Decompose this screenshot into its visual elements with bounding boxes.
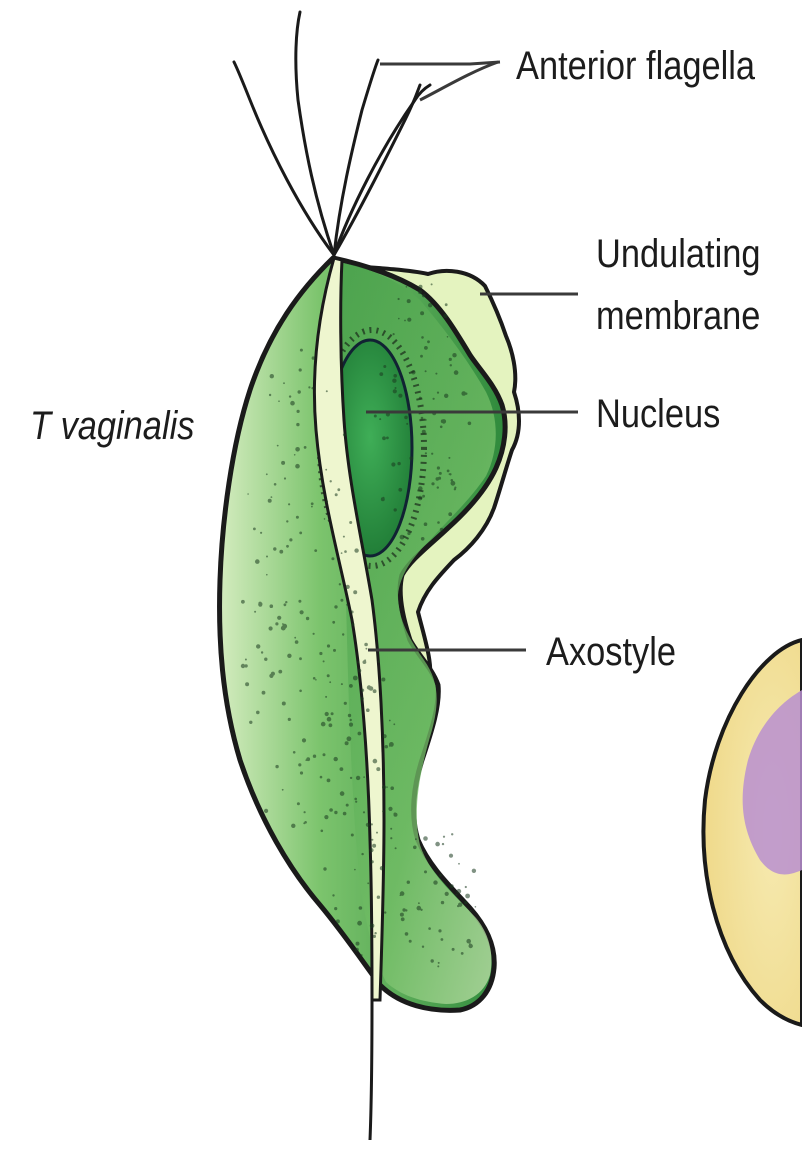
posterior-axostyle-tail bbox=[370, 1000, 372, 1140]
flagella-leader-line-2 bbox=[420, 62, 498, 100]
anterior-flagella-label: Anterior flagella bbox=[516, 42, 755, 90]
neighbor-cell bbox=[703, 640, 802, 1025]
undulating-membrane-label-line2: membrane bbox=[596, 292, 760, 340]
undulating-membrane-label-line1: Undulating bbox=[596, 230, 760, 278]
organism-label: T vaginalis bbox=[30, 402, 194, 450]
flagella-leader-line bbox=[380, 62, 500, 64]
anterior-flagella-shape bbox=[234, 12, 430, 255]
nucleus-label: Nucleus bbox=[596, 390, 720, 438]
axostyle-label: Axostyle bbox=[546, 628, 676, 676]
